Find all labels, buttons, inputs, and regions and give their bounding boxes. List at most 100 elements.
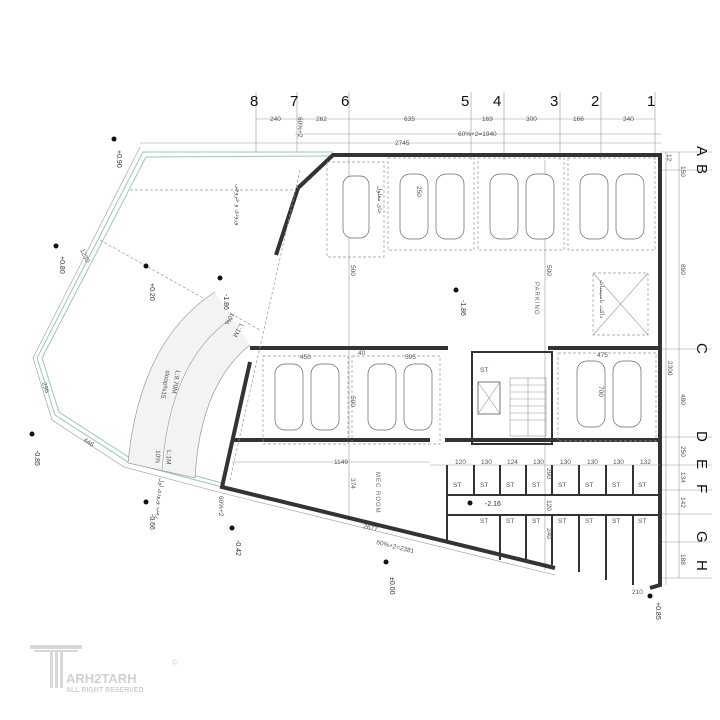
car-icon xyxy=(615,173,645,240)
parking-label: PARKING xyxy=(533,282,539,316)
dim-text: 446 xyxy=(82,437,95,449)
dim-text: 210 xyxy=(632,589,643,596)
dim-text: 60%+2 xyxy=(296,117,303,138)
dim-text: 130 xyxy=(587,459,598,466)
ramp: L:9.70M sloop%15 10% L:1M 10% L:1M رمپ و… xyxy=(127,291,251,519)
copyright-mark: © xyxy=(172,658,178,667)
dim-text: 120 xyxy=(545,500,552,511)
storage-label: ST xyxy=(612,482,620,489)
grid-label-col: 3 xyxy=(550,93,558,110)
level-marker: -1.86 xyxy=(459,300,466,316)
elevator-icon xyxy=(477,381,501,415)
dim-text: 2745 xyxy=(395,140,410,147)
brand-logo: ARH2TARH ALL RIGHT RESERVED © xyxy=(30,645,178,694)
grid-columns: 8 7 6 5 4 3 2 1 xyxy=(250,92,655,570)
car-icon xyxy=(403,363,433,431)
level-marker: -0.85 xyxy=(33,450,40,466)
grid-label-col: 2 xyxy=(591,93,599,110)
storage-label: ST xyxy=(506,518,514,525)
dim-text: 2300 xyxy=(666,361,673,376)
level-marker: -1.86 xyxy=(222,294,229,310)
storage-label: ST xyxy=(558,482,566,489)
dim-text: 130 xyxy=(533,459,544,466)
logo-brand: ARH2TARH xyxy=(66,671,137,686)
dim-text: 188 xyxy=(679,554,686,565)
dim-text: 475 xyxy=(597,352,608,359)
dim-text: 1230 xyxy=(78,248,91,264)
storage-label: ST xyxy=(480,518,488,525)
parking-dimensions: 450 595 475 40 500 250 700 500 500 xyxy=(300,186,608,407)
car-icon xyxy=(489,173,519,240)
car-icon xyxy=(367,363,397,431)
level-marker: -0.42 xyxy=(234,540,241,556)
storage-label: ST xyxy=(532,482,540,489)
dim-text: 290 xyxy=(545,468,552,479)
level-marker: -0.66 xyxy=(148,514,155,530)
level-markers: +0.90 +0.80 +0.20 -1.86 -1.86 -0.85 -0.6… xyxy=(29,136,661,620)
dim-text: 240 xyxy=(270,116,281,123)
dim-text: 262 xyxy=(316,116,327,123)
storage-label: ST xyxy=(612,518,620,525)
top-dimensions: 240 262 635 169 300 166 340 60%+2 60%+2=… xyxy=(140,116,661,147)
dim-text: 300 xyxy=(526,116,537,123)
site-boundary: 1230 296 446 xyxy=(32,146,556,576)
grid-rows: A B C D E F G H 150 890 480 250 134 142 … xyxy=(660,146,712,585)
car-icon xyxy=(576,360,606,428)
dim-text: 595 xyxy=(405,354,416,361)
entrance-label: ورودی و خروجی xyxy=(234,184,241,226)
level-marker: +0.80 xyxy=(58,256,65,274)
dim-text: 480 xyxy=(679,394,686,405)
storage-label: ST xyxy=(585,482,593,489)
grid-label-col: 7 xyxy=(290,93,298,110)
ramp-len: L:1M xyxy=(164,450,172,465)
dim-text: 635 xyxy=(404,116,415,123)
storage-label: ST xyxy=(480,482,488,489)
car-icon xyxy=(310,363,340,431)
dim-text: 60%+2 xyxy=(217,496,224,517)
storage-label: ST xyxy=(585,518,593,525)
dim-text: 130 xyxy=(481,459,492,466)
grid-label-row: F xyxy=(693,484,710,493)
grid-label-row: D xyxy=(693,431,710,442)
dim-text: 12 xyxy=(665,154,672,162)
dim-text: 450 xyxy=(300,354,311,361)
disabled-parking-label: جای معلول xyxy=(376,186,383,214)
dim-text: 240 xyxy=(545,528,552,539)
dim-text: 60%+2=2381 xyxy=(376,539,416,555)
ramp-slope: sloop%15 xyxy=(159,370,171,400)
storage-label: ST xyxy=(638,518,646,525)
dim-text: 120 xyxy=(455,459,466,466)
dim-text: 340 xyxy=(623,116,634,123)
car-icon xyxy=(612,360,642,428)
grid-label-row: B xyxy=(693,164,710,174)
grid-label-row: E xyxy=(693,459,710,469)
grid-label-col: 5 xyxy=(461,93,469,110)
dim-text: 124 xyxy=(507,459,518,466)
ramp-label-fa: رمپ ورودی اول xyxy=(154,478,165,519)
level-marker: -2.16 xyxy=(485,501,501,508)
storage-units: ST ST ST ST ST ST ST ST ST ST ST ST ST S… xyxy=(430,459,660,585)
grid-label-row: C xyxy=(693,343,710,354)
dim-text: 130 xyxy=(613,459,624,466)
level-marker: +0.20 xyxy=(148,283,155,301)
storage-label: ST xyxy=(506,482,514,489)
dim-text: 500 xyxy=(349,265,356,276)
storage-label: ST xyxy=(532,518,540,525)
car-icon xyxy=(435,173,465,240)
grid-label-row: G xyxy=(693,531,710,543)
grid-label-col: 1 xyxy=(647,93,655,110)
parking-stalls xyxy=(262,157,657,445)
ramp-length: L:9.70M xyxy=(170,370,181,394)
level-marker: +0.85 xyxy=(654,602,661,620)
dim-text: 40 xyxy=(358,350,366,357)
dim-text: 142 xyxy=(679,497,686,508)
cars xyxy=(274,173,645,431)
dim-text: 169 xyxy=(482,116,493,123)
ramp-boundary xyxy=(229,169,301,481)
car-icon xyxy=(274,363,304,431)
dim-text: 132 xyxy=(640,459,651,466)
grid-label-col: 4 xyxy=(493,93,501,110)
car-icon xyxy=(525,173,555,240)
grid-label-col: 6 xyxy=(341,93,349,110)
shaft-label: داکت تاسیسات xyxy=(598,280,605,318)
